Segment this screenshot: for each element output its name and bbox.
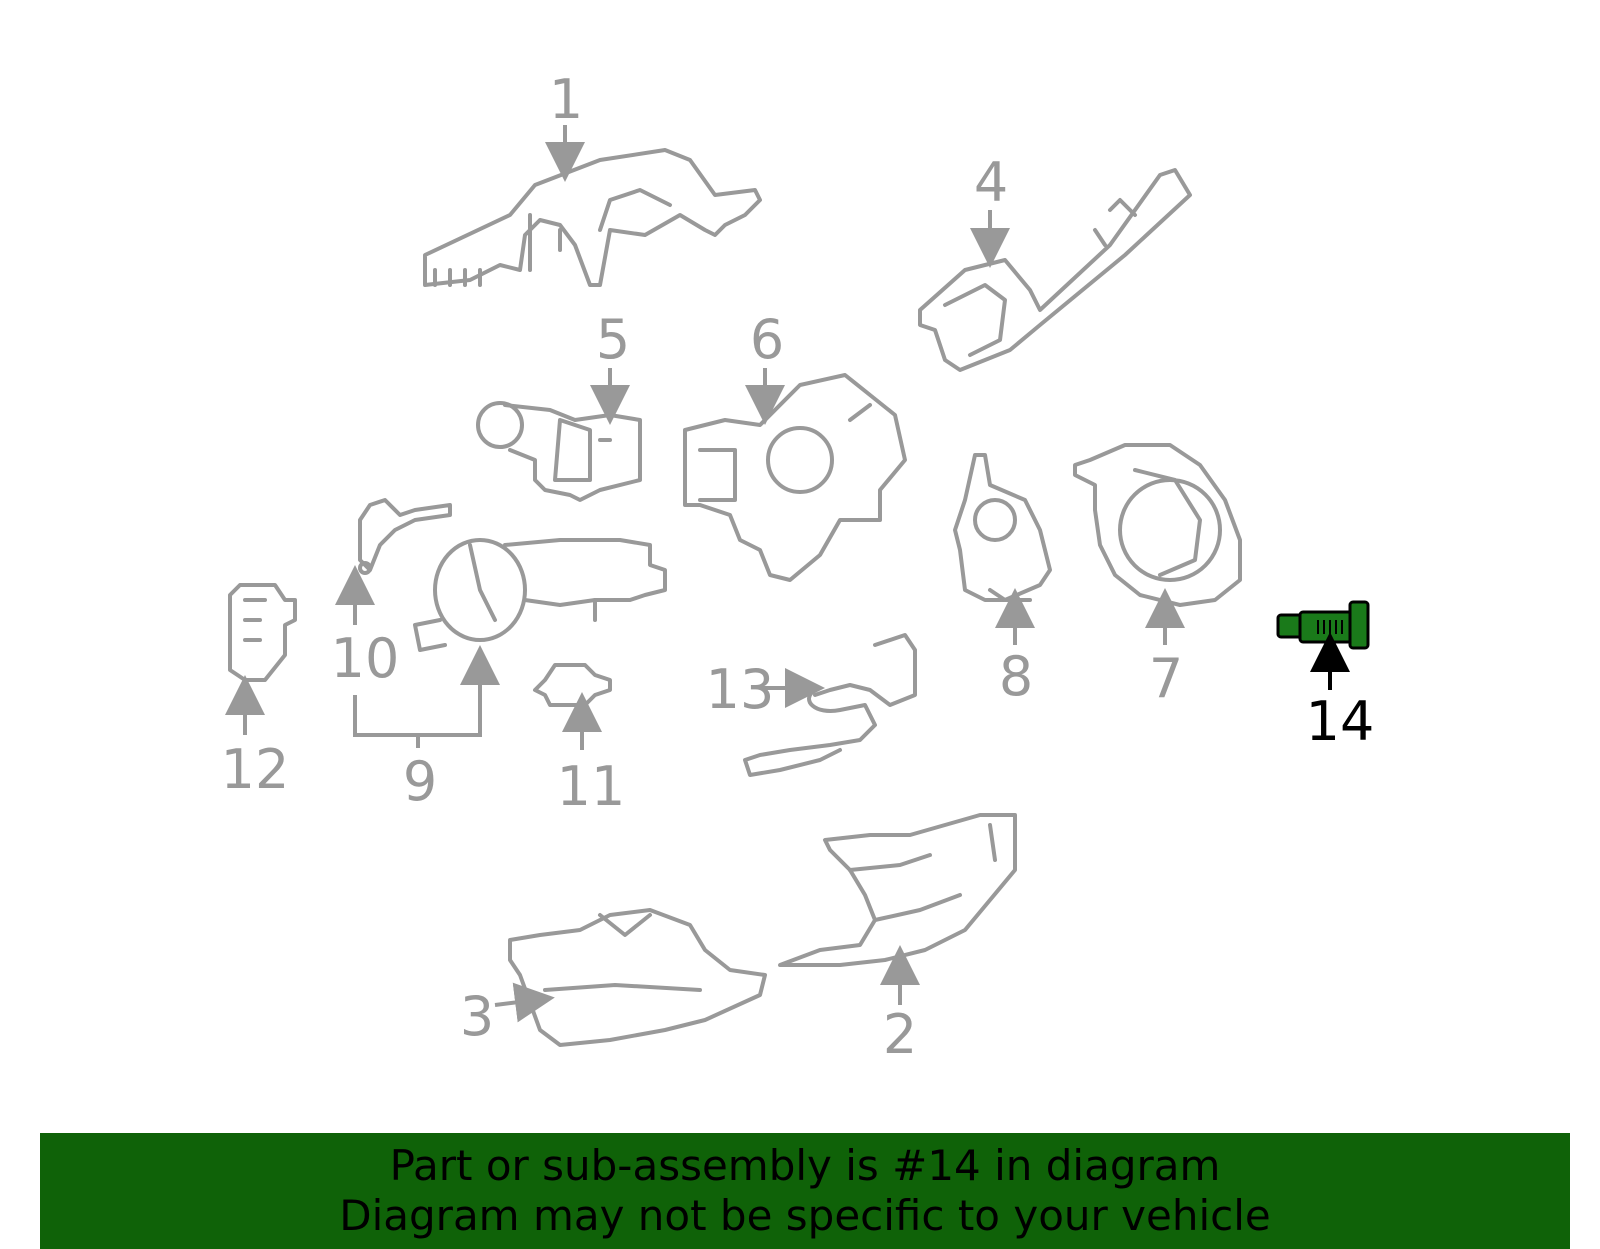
part-2-lower-shroud	[778, 813, 1017, 967]
part-1-upper-shroud	[423, 148, 762, 287]
part-6-control-module	[683, 373, 907, 582]
callout-7: 7	[1149, 647, 1183, 710]
part-5-wiper-switch	[476, 401, 642, 502]
callout-3: 3	[460, 985, 494, 1048]
part-8-sensor	[953, 453, 1052, 602]
part-12-switch	[228, 583, 297, 682]
info-banner: Part or sub-assembly is #14 in diagram D…	[40, 1133, 1570, 1249]
callout-11: 11	[557, 755, 626, 818]
banner-line-2: Diagram may not be specific to your vehi…	[339, 1191, 1271, 1240]
part-10-bracket	[358, 498, 452, 575]
leader-arrows	[225, 125, 1350, 1023]
part-11-connector	[533, 663, 612, 707]
callout-10: 10	[331, 627, 400, 690]
callout-12: 12	[221, 738, 290, 801]
callout-9: 9	[403, 750, 437, 813]
callout-6: 6	[750, 308, 784, 371]
parts-diagram: 1 2 3 4 5 6 7 8 9 10 11 12 13 14	[221, 68, 1375, 1066]
callout-2: 2	[883, 1003, 917, 1066]
part-4-turn-signal-switch	[918, 168, 1192, 372]
part-7-clockspring	[1073, 443, 1242, 607]
callout-5: 5	[596, 308, 630, 371]
part-3-lower-shroud	[508, 908, 767, 1047]
part-9-ignition-assembly	[413, 538, 667, 652]
callout-13: 13	[706, 658, 775, 721]
callout-1: 1	[549, 68, 583, 131]
callout-14: 14	[1306, 690, 1375, 753]
callout-8: 8	[999, 645, 1033, 708]
callout-4: 4	[974, 151, 1008, 214]
banner-line-1: Part or sub-assembly is #14 in diagram	[389, 1141, 1221, 1190]
part-14-highlighted	[1276, 600, 1370, 650]
